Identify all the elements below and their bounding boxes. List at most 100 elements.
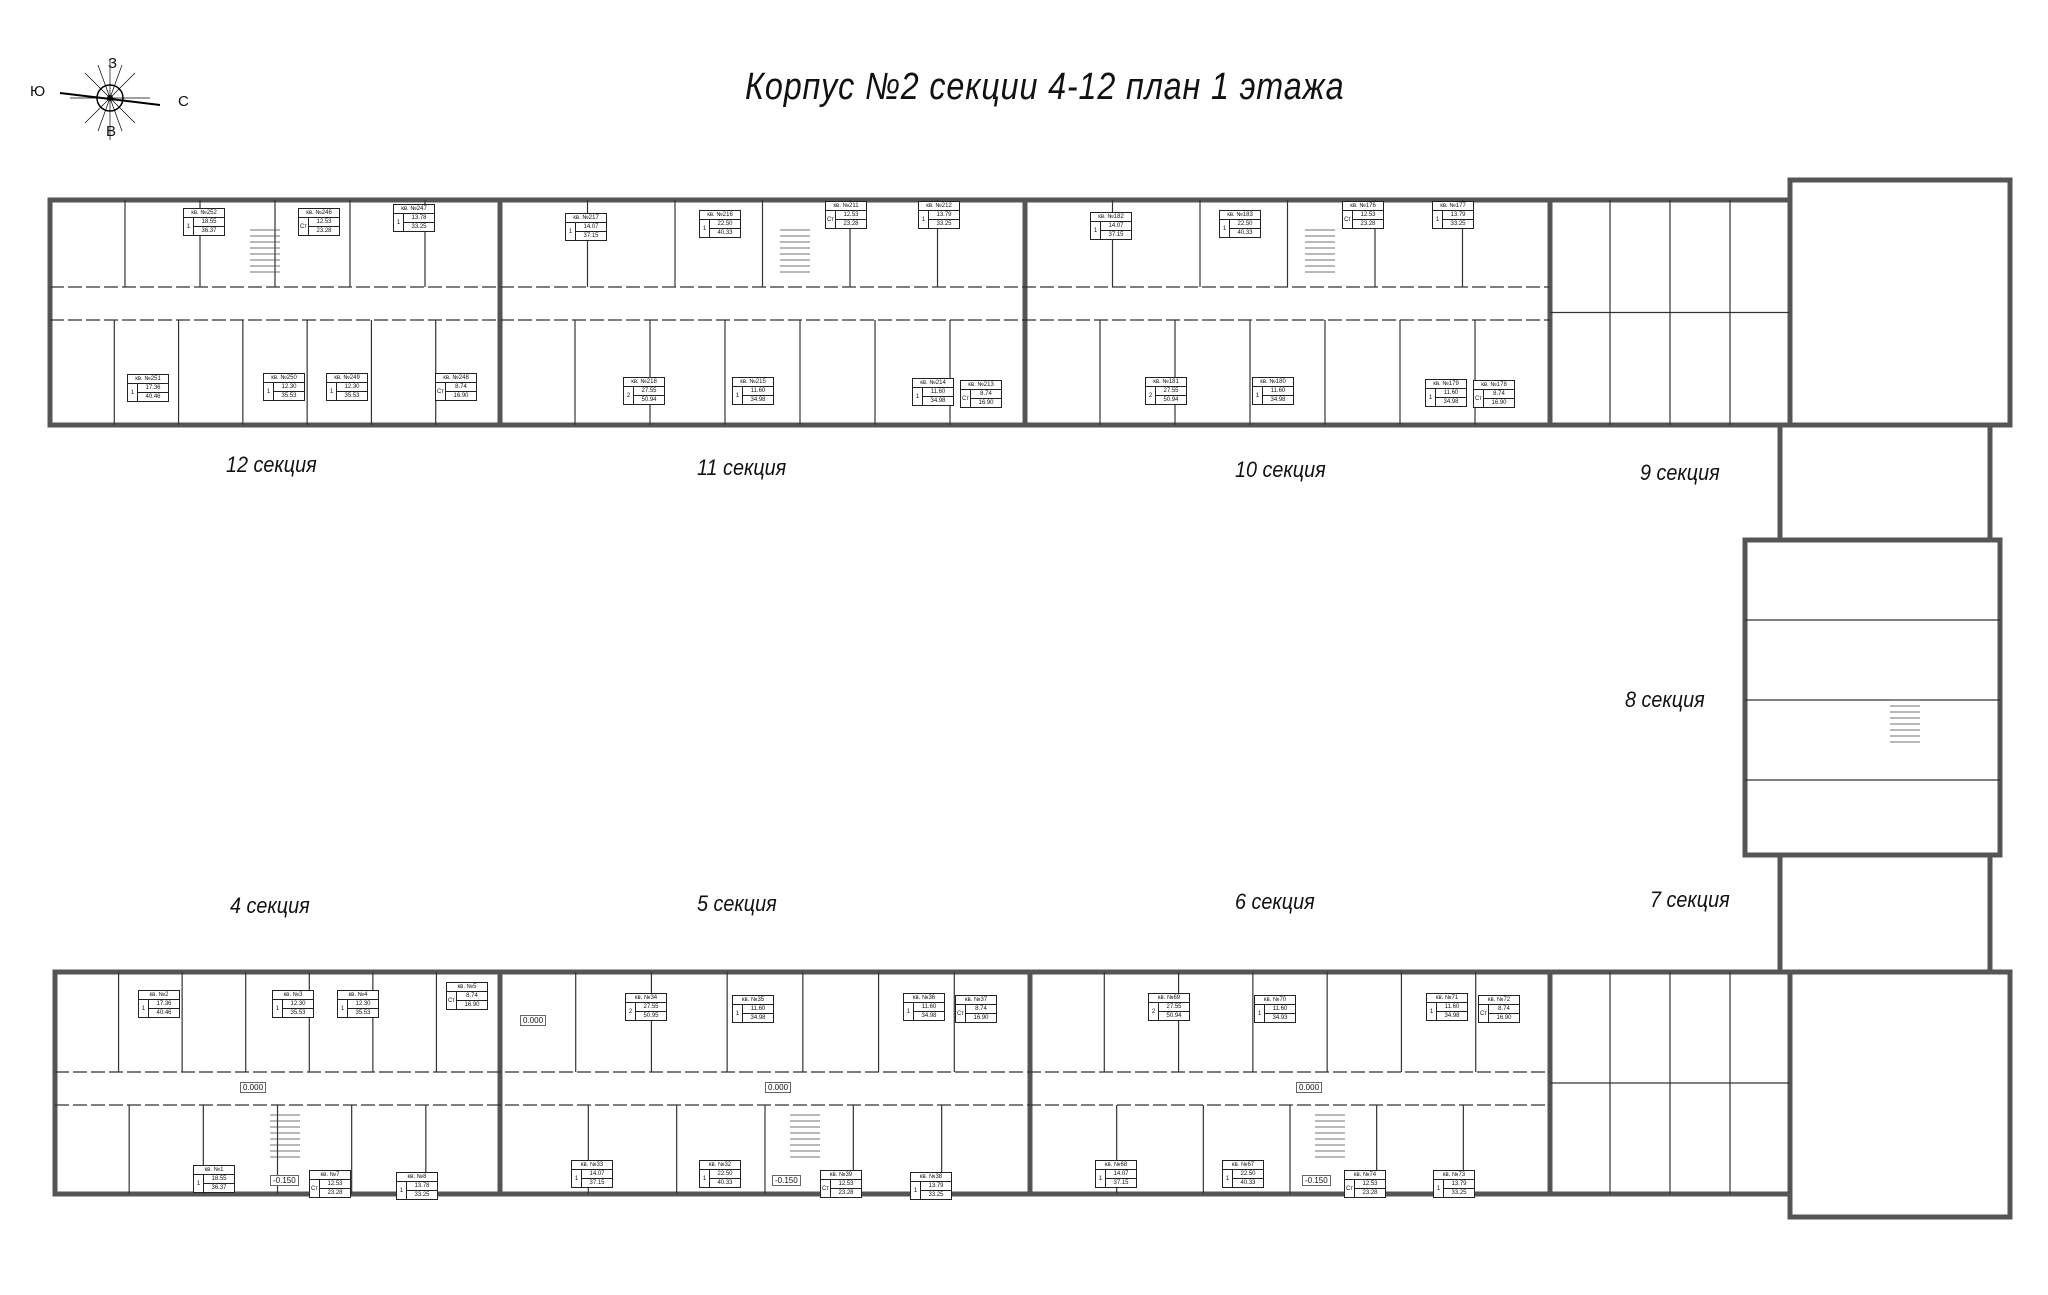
apartment-type: Ст — [1343, 211, 1353, 228]
apartment-label: кв. №246 Ст 12.53 23.28 — [298, 208, 340, 236]
living-area: 12.53 — [309, 218, 339, 227]
apartment-number: кв. №250 — [264, 374, 304, 383]
apartment-number: кв. №177 — [1433, 202, 1473, 211]
apartment-number: кв. №3 — [273, 991, 313, 1000]
total-area: 34.98 — [921, 1013, 937, 1019]
apartment-label: кв. №32 1 22.50 40.33 — [699, 1160, 741, 1188]
apartment-label: кв. №3 1 12.30 35.53 — [272, 990, 314, 1018]
compass-west-label: Ю — [30, 83, 46, 100]
apartment-label: кв. №2 1 17.36 40.46 — [138, 990, 180, 1018]
living-area: 11.60 — [1436, 389, 1466, 398]
total-area: 33.25 — [928, 1192, 944, 1198]
apartment-type: 1 — [394, 214, 404, 231]
total-area: 16.90 — [978, 400, 994, 406]
section-label-6: 6 секция — [1235, 889, 1315, 914]
section-outline — [1777, 422, 1993, 543]
apartment-label: кв. №70 1 11.60 34.93 — [1254, 995, 1296, 1023]
total-area: 40.33 — [1237, 230, 1253, 236]
living-area: 22.50 — [1230, 220, 1260, 229]
apartment-number: кв. №5 — [447, 983, 487, 992]
total-area: 36.37 — [211, 1185, 227, 1191]
total-area: 35.53 — [355, 1010, 371, 1016]
total-area: 37.15 — [1108, 232, 1124, 238]
apartment-label: кв. №217 1 14.07 37.15 — [565, 213, 607, 241]
living-area: 14.07 — [582, 1170, 612, 1179]
living-area: 13.78 — [407, 1182, 437, 1191]
apartment-label: кв. №5 Ст 8.74 16.90 — [446, 982, 488, 1010]
apartment-label: кв. №178 Ст 8.74 16.90 — [1473, 380, 1515, 408]
section-label-7: 7 секция — [1650, 887, 1730, 912]
apartment-number: кв. №211 — [826, 202, 866, 211]
apartment-number: кв. №246 — [299, 209, 339, 218]
apartment-type: Ст — [1345, 1180, 1355, 1197]
apartment-number: кв. №247 — [394, 205, 434, 214]
apartment-type: 1 — [1096, 1170, 1106, 1187]
total-area: 33.25 — [936, 221, 952, 227]
apartment-type: Ст — [447, 992, 457, 1009]
living-area: 12.30 — [283, 1000, 313, 1009]
apartment-label: кв. №8 1 13.78 33.25 — [396, 1172, 438, 1200]
living-area: 12.53 — [1353, 211, 1383, 220]
living-area: 22.50 — [710, 1170, 740, 1179]
living-area: 12.30 — [337, 383, 367, 392]
section-outline — [1787, 969, 2013, 1220]
living-area: 13.79 — [1443, 211, 1473, 220]
apartment-number: кв. №248 — [436, 374, 476, 383]
total-area: 50.95 — [643, 1013, 659, 1019]
total-area: 23.28 — [1362, 1190, 1378, 1196]
living-area: 8.74 — [1484, 390, 1514, 399]
apartment-number: кв. №252 — [184, 209, 224, 218]
total-area: 23.28 — [327, 1190, 343, 1196]
elevation-mark: 0.000 — [1296, 1082, 1323, 1093]
elevation-mark: 0.000 — [765, 1082, 792, 1093]
section-label-5: 5 секция — [697, 891, 777, 916]
apartment-label: кв. №7 Ст 12.53 23.28 — [309, 1170, 351, 1198]
apartment-label: кв. №181 2 27.55 50.94 — [1145, 377, 1187, 405]
apartment-number: кв. №215 — [733, 378, 773, 387]
compass-north-label: З — [108, 55, 118, 72]
apartment-label: кв. №218 2 27.55 50.94 — [623, 377, 665, 405]
total-area: 34.98 — [750, 397, 766, 403]
apartment-type: 1 — [397, 1182, 407, 1199]
apartment-label: кв. №177 1 13.79 33.25 — [1432, 201, 1474, 229]
compass-icon — [59, 60, 161, 140]
living-area: 18.55 — [204, 1175, 234, 1184]
apartment-type: 2 — [626, 1003, 636, 1020]
apartment-label: кв. №215 1 11.60 34.98 — [732, 377, 774, 405]
apartment-number: кв. №214 — [913, 379, 953, 388]
apartment-number: кв. №32 — [700, 1161, 740, 1170]
total-area: 36.37 — [201, 228, 217, 234]
apartment-type: 1 — [911, 1182, 921, 1199]
apartment-label: кв. №72 Ст 8.74 16.90 — [1478, 995, 1520, 1023]
living-area: 8.74 — [1489, 1005, 1519, 1014]
total-area: 37.15 — [583, 233, 599, 239]
apartment-label: кв. №176 Ст 12.53 23.28 — [1342, 201, 1384, 229]
apartment-number: кв. №212 — [919, 202, 959, 211]
total-area: 33.25 — [1451, 1190, 1467, 1196]
total-area: 34.93 — [1272, 1015, 1288, 1021]
apartment-number: кв. №213 — [961, 381, 1001, 390]
living-area: 11.60 — [1265, 1005, 1295, 1014]
apartment-number: кв. №72 — [1479, 996, 1519, 1005]
living-area: 11.60 — [743, 1005, 773, 1014]
total-area: 34.98 — [1444, 1013, 1460, 1019]
living-area: 13.79 — [929, 211, 959, 220]
apartment-label: кв. №212 1 13.79 33.25 — [918, 201, 960, 229]
living-area: 27.55 — [1156, 387, 1186, 396]
apartment-type: 1 — [1220, 220, 1230, 237]
total-area: 16.90 — [1491, 400, 1507, 406]
apartment-type: 1 — [338, 1000, 348, 1017]
compass-east-label: С — [178, 93, 189, 110]
total-area: 37.15 — [1113, 1180, 1129, 1186]
total-area: 35.53 — [281, 393, 297, 399]
elevation-mark: 0.000 — [520, 1015, 547, 1026]
apartment-type: 1 — [733, 387, 743, 404]
apartment-type: Ст — [299, 218, 309, 235]
apartment-label: кв. №69 2 27.55 50.94 — [1148, 993, 1190, 1021]
apartment-label: кв. №183 1 22.50 40.33 — [1219, 210, 1261, 238]
apartment-type: 1 — [194, 1175, 204, 1192]
total-area: 23.28 — [843, 221, 859, 227]
living-area: 8.74 — [446, 383, 476, 392]
total-area: 50.94 — [641, 397, 657, 403]
apartment-number: кв. №33 — [572, 1161, 612, 1170]
